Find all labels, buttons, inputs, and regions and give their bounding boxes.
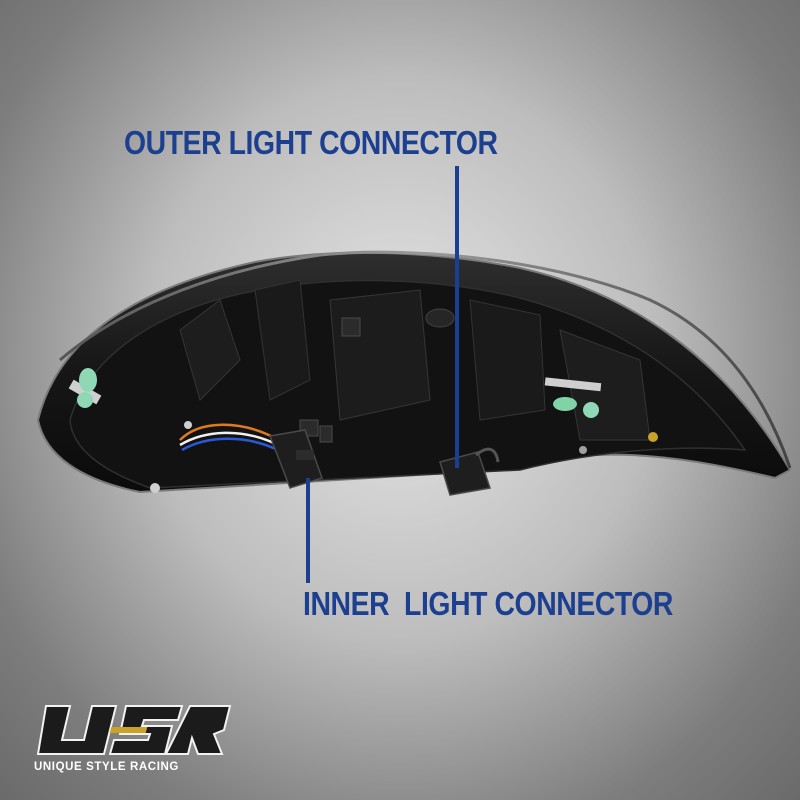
- inner-connector-leader-line: [306, 478, 310, 583]
- outer-light-connector-label: OUTER LIGHT CONNECTOR: [124, 124, 498, 161]
- usr-logo-icon: [36, 705, 232, 755]
- outer-connector-leader-line: [455, 166, 459, 468]
- brand-name: UNIQUE STYLE RACING: [34, 761, 179, 773]
- inner-light-connector-label: INNER LIGHT CONNECTOR: [303, 585, 674, 622]
